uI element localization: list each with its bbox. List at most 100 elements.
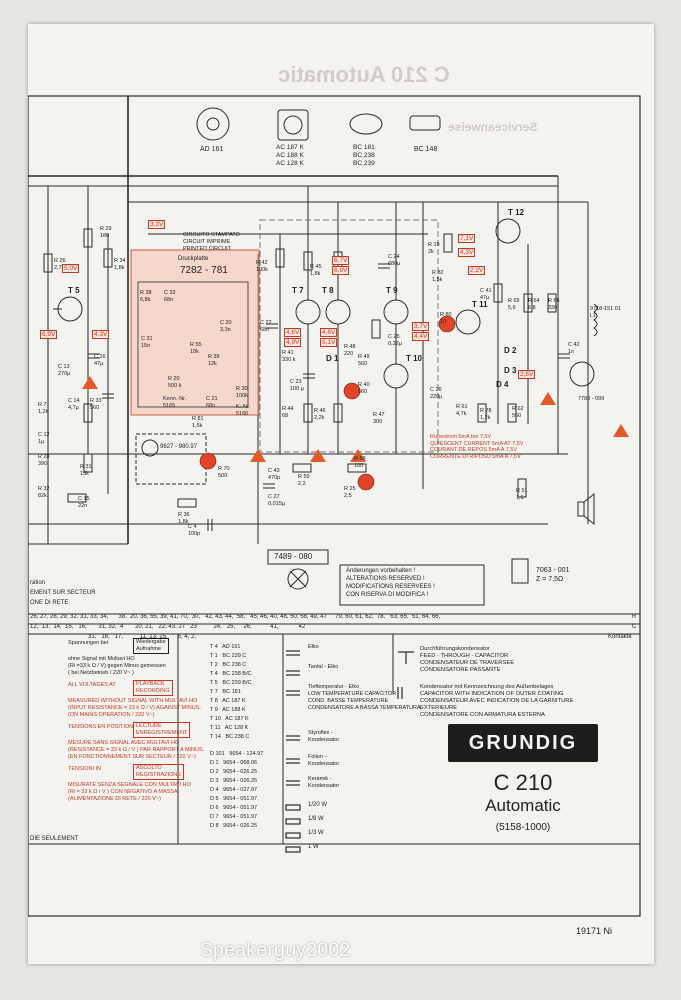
part-label-r41: R 41 330 k bbox=[282, 350, 296, 363]
package-ad161-label: AD 161 bbox=[200, 146, 224, 153]
capacitor-legend-row: Elko bbox=[308, 644, 319, 650]
transistor-label: D 2 bbox=[504, 346, 517, 355]
outer-coating-legend: Kondensator mit Kennzeichnung des Außenb… bbox=[420, 684, 574, 718]
part-label-r42: R 42 100k bbox=[256, 260, 268, 273]
part-label-c14: C 14 4,7µ bbox=[68, 398, 80, 411]
semiconductor-row: T 8 AC 187 K bbox=[210, 698, 246, 704]
voltage-tag: 4,9V bbox=[284, 338, 302, 347]
part-label-c43: C 43 470p bbox=[268, 468, 281, 481]
part-label-c32: C 32 68n bbox=[164, 290, 176, 303]
mic-label: 7489 - 080 bbox=[274, 552, 313, 561]
semiconductor-row: T 4 BC 238 B/C bbox=[210, 671, 252, 677]
speaker-connector-label: 7063 - 001 Z = 7,5Ω bbox=[536, 567, 570, 583]
part-label-r81: R 81 1,5k bbox=[192, 416, 204, 429]
part-label-c13: C 13 270µ bbox=[58, 364, 71, 377]
contact-end-label: Kontakte bbox=[608, 634, 632, 640]
voltage-legend-box: Wiedergabe Aufnahme bbox=[133, 638, 169, 654]
capacitor-legend-row: Tieftemperatur - Elko LOW TEMPERATURE CA… bbox=[308, 684, 421, 711]
semiconductor-row: D 7 9654 - 051.97 bbox=[210, 814, 258, 820]
capacitor-legend-row: Keramik - Kondensator bbox=[308, 776, 340, 789]
pcb-label: Druckplatte bbox=[178, 256, 209, 262]
contact-end-r: R bbox=[632, 614, 637, 620]
contact-row-2: 12, 13, 14, 15, 16, 31, 32, 4 20, 21, 22… bbox=[30, 624, 306, 630]
voltage-legend-text: MISURATE SENZA SEGNALE CON MULTAVI HO (R… bbox=[68, 782, 191, 802]
voltage-legend-text: TENSIONS EN POSITION bbox=[68, 724, 134, 730]
voltage-tag: 6,9V bbox=[40, 330, 58, 339]
part-label-r80: R 80 10 bbox=[440, 312, 452, 325]
part-label-kenn2: K.-Nr. 5166 bbox=[236, 404, 251, 417]
model-title: C 210 bbox=[493, 770, 553, 795]
resistor-legend-row: 1/8 W bbox=[308, 816, 324, 822]
part-label-c23: C 23 100 µ bbox=[290, 379, 304, 392]
pcb-title: CIRCUITO STAMPATO CIRCUIT IMPRIME PRINTE… bbox=[183, 232, 240, 252]
semiconductor-row: T 1 BC 239 C bbox=[210, 653, 247, 659]
package-bc181-label: BC 181 BC 238 BC 239 bbox=[353, 144, 375, 167]
part-label-r51: R 51 1,5 bbox=[516, 488, 528, 501]
semiconductor-row: T 14 BC 238 C bbox=[210, 734, 250, 740]
voltage-legend-row: MESURE SANS SIGNAL AVEC MULTAVI HO (RESI… bbox=[68, 740, 204, 761]
part-label-c21: C 21 68n bbox=[206, 396, 218, 409]
part-label-r78: R 78 1,2k bbox=[480, 408, 492, 421]
semiconductor-row: D 1 9654 - 068.06 bbox=[210, 760, 258, 766]
part-label-r29: R 29 180 bbox=[100, 226, 112, 239]
part-label-c26: C 26 220µ bbox=[430, 387, 443, 400]
voltage-tag: 7,1V bbox=[458, 234, 476, 243]
transistor-label: T 10 bbox=[406, 354, 423, 363]
part-label-r25: R 25 2,5 bbox=[344, 486, 356, 499]
part-label-c27: C 27 0,015µ bbox=[268, 494, 285, 507]
voltage-legend-row: MISURATE SENZA SEGNALE CON MULTAVI HO (R… bbox=[68, 782, 191, 803]
semiconductor-row: T 10 AC 187 K bbox=[210, 716, 249, 722]
part-label-c12: C 12 1µ bbox=[38, 432, 50, 445]
document-number: 19171 Ni bbox=[576, 926, 613, 936]
transistor-label: T 8 bbox=[322, 286, 334, 295]
voltage-tag: 2,6V bbox=[518, 370, 536, 379]
semiconductor-row: D 6 9654 - 051.97 bbox=[210, 805, 258, 811]
voltage-tag: 6,9V bbox=[332, 266, 350, 275]
voltage-tag: 4,3V bbox=[458, 248, 476, 257]
semiconductor-row: T 4 AD 161 bbox=[210, 644, 241, 650]
transistor-label: D 1 bbox=[326, 354, 339, 363]
package-ac187-label: AC 187 K AC 188 K AC 128 K bbox=[276, 144, 304, 167]
left-note-4: DIE SEULEMENT bbox=[30, 836, 79, 842]
semiconductor-row: D 4 9654 - 027.97 bbox=[210, 787, 258, 793]
part-label-r62: R 62 560 bbox=[512, 406, 524, 419]
transistor-label: D 4 bbox=[496, 380, 509, 389]
part-label-r40: R 40 560 bbox=[358, 382, 370, 395]
semiconductor-row: T 2 BC 238 C bbox=[210, 662, 247, 668]
voltage-tag: 3,3V bbox=[148, 220, 166, 229]
voltage-legend-text: Spannungen bei bbox=[68, 640, 109, 646]
package-bc148-label: BC 148 bbox=[414, 146, 438, 153]
feed-through-legend: Durchführungskondensator FEED - THROUGH … bbox=[420, 646, 515, 673]
quiescent-note: Ruhestrom 5mA bei 7,5V QUIESCENT CURRENT… bbox=[430, 434, 524, 460]
part-label-r44: R 44 68 bbox=[282, 406, 294, 419]
semiconductor-row: T 7 BC 181 bbox=[210, 689, 241, 695]
part-label-r58: R 58 100 bbox=[354, 456, 366, 469]
part-label-c41: C 41 47µ bbox=[480, 288, 492, 301]
voltage-legend-text: MEASURED WITHOUT SIGNAL WITH MULTAVI HO … bbox=[68, 698, 201, 718]
part-label-c22: C 22 68n bbox=[260, 320, 272, 333]
semiconductor-row: T 11 AC 128 K bbox=[210, 725, 249, 731]
transistor-label: T 11 bbox=[472, 300, 488, 309]
part-label-r47: R 47 300 bbox=[373, 412, 385, 425]
voltage-tag: 4,8V bbox=[320, 328, 338, 337]
part-label-c24: C 24 680µ bbox=[388, 254, 401, 267]
model-code: (5158-1000) bbox=[495, 822, 551, 833]
voltage-tag: 2,2V bbox=[468, 266, 486, 275]
voltage-legend-box: PLAYBACK RECORDING bbox=[133, 680, 173, 696]
voltage-tag: 3,7V bbox=[412, 322, 430, 331]
part-label-c16: C 16 47µ bbox=[94, 354, 106, 367]
model-subtitle: Automatic bbox=[485, 796, 561, 815]
part-label-r55: R 55 10k bbox=[190, 342, 202, 355]
meter-label: 9627 - 980.97 bbox=[160, 444, 198, 450]
left-note-3: ONE DI RETE bbox=[30, 600, 69, 606]
transistor-label: T 7 bbox=[292, 286, 304, 295]
voltage-legend-row: ALL VOLTAGES AT PLAYBACK RECORDING bbox=[68, 680, 173, 696]
part-label-r33: R 33 560 bbox=[90, 398, 102, 411]
schematic-wiring bbox=[28, 95, 641, 917]
part-label-c42: C 42 1n bbox=[568, 342, 580, 355]
contact-row-1: 26, 27, 28, 29, 32, 31, 33, 34, 38, 20, … bbox=[30, 614, 441, 620]
voltage-tag: 5,1V bbox=[320, 338, 338, 347]
semiconductor-row: D 8 9654 - 026.25 bbox=[210, 823, 258, 829]
voltage-legend-text: ALL VOLTAGES AT bbox=[68, 682, 116, 688]
